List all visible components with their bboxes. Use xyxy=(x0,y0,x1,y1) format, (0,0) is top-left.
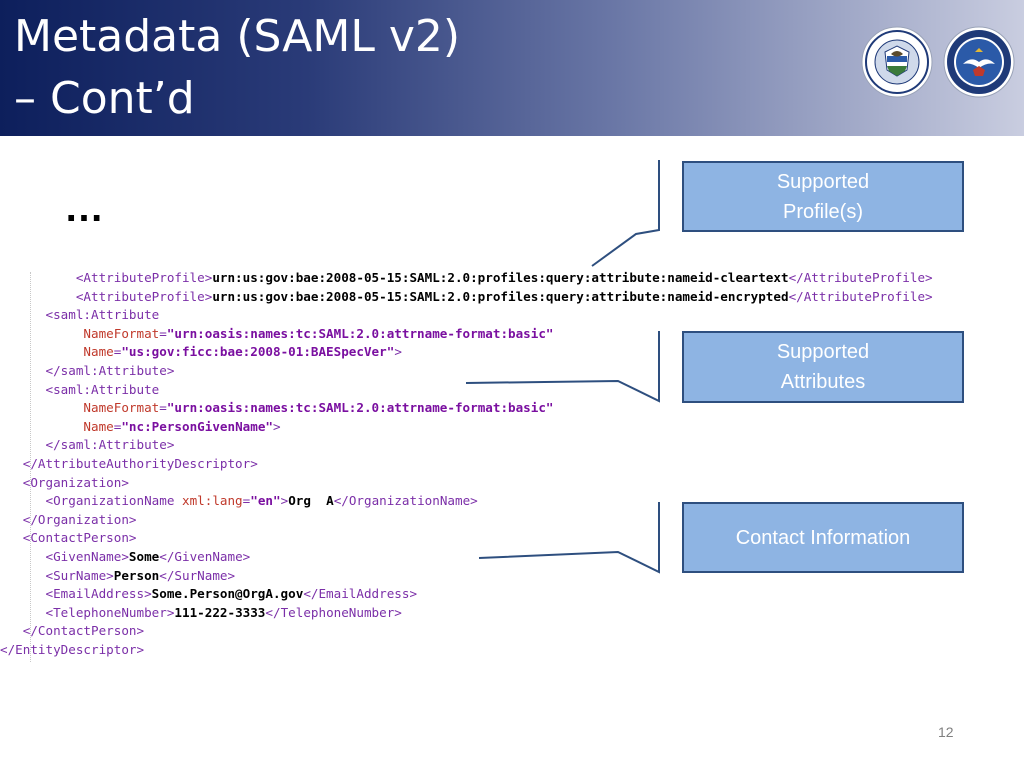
code-line: <EmailAddress>Some.Person@OrgA.gov</Emai… xyxy=(0,585,1000,604)
xml-text: Some xyxy=(128,548,160,564)
callout-supported-attributes: Supported Attributes xyxy=(682,331,964,403)
xml-tag: <saml:Attribute xyxy=(45,307,160,323)
slide-title: Metadata (SAML v2) – Cont’d xyxy=(14,6,460,130)
xml-tag: <SurName> xyxy=(45,567,114,583)
xml-attr: Name xyxy=(83,418,114,434)
xml-tag: > xyxy=(280,493,289,509)
code-line: <ContactPerson> xyxy=(0,529,1000,548)
xml-tag: </saml:Attribute> xyxy=(45,437,175,453)
code-line: NameFormat="urn:oasis:names:tc:SAML:2.0:… xyxy=(0,325,1000,344)
xml-tag: </EmailAddress> xyxy=(303,586,418,602)
xml-attr: Name xyxy=(83,344,114,360)
code-line: </Organization> xyxy=(0,511,1000,530)
title-line-2: – Cont’d xyxy=(14,73,195,124)
xml-string: "urn:oasis:names:tc:SAML:2.0:attrname-fo… xyxy=(166,325,554,341)
code-line: <TelephoneNumber>111-222-3333</Telephone… xyxy=(0,604,1000,623)
code-line: Name="nc:PersonGivenName"> xyxy=(0,418,1000,437)
xml-tag: </AttributeProfile> xyxy=(788,270,933,285)
indent-guide xyxy=(30,272,32,662)
callout-contact-information: Contact Information xyxy=(682,502,964,573)
code-line: NameFormat="urn:oasis:names:tc:SAML:2.0:… xyxy=(0,399,1000,418)
xml-eq: = xyxy=(242,493,251,509)
code-line: <SurName>Person</SurName> xyxy=(0,567,1000,586)
xml-tag: </GivenName> xyxy=(159,548,251,564)
code-line: <saml:Attribute xyxy=(0,306,1000,325)
code-line: </saml:Attribute> xyxy=(0,436,1000,455)
xml-eq: = xyxy=(113,344,122,360)
xml-string: "urn:oasis:names:tc:SAML:2.0:attrname-fo… xyxy=(166,400,554,416)
xml-tag: <ContactPerson> xyxy=(22,530,137,546)
callout-label-line: Profile(s) xyxy=(782,200,863,223)
xml-text: Org A xyxy=(288,493,334,509)
xml-tag: </OrganizationName> xyxy=(333,493,478,509)
xml-tag: > xyxy=(273,418,281,434)
xml-text: urn:us:gov:bae:2008-05-15:SAML:2.0:profi… xyxy=(212,288,789,304)
xml-string: "nc:PersonGivenName" xyxy=(121,418,273,434)
xml-tag: <GivenName> xyxy=(45,548,129,564)
code-line: <AttributeProfile>urn:us:gov:bae:2008-05… xyxy=(0,288,1000,307)
xml-tag: <saml:Attribute xyxy=(45,381,160,397)
xml-text: Person xyxy=(113,567,160,583)
dhs-seal-icon xyxy=(861,26,933,98)
title-bar: Metadata (SAML v2) – Cont’d xyxy=(0,0,1024,136)
xml-eq: = xyxy=(113,418,122,434)
callout-supported-profiles: Supported Profile(s) xyxy=(682,161,964,232)
callout-label-line: Supported xyxy=(776,341,870,363)
connector-profiles xyxy=(591,160,660,267)
connector-attributes xyxy=(465,331,660,403)
dod-seal-icon xyxy=(943,26,1015,98)
xml-tag: </AttributeAuthorityDescriptor> xyxy=(22,455,258,471)
xml-string: "en" xyxy=(250,493,281,509)
code-line: Name="us:gov:ficc:bae:2008-01:BAESpecVer… xyxy=(0,343,1000,362)
xml-tag: </AttributeProfile> xyxy=(788,288,933,304)
xml-attr: NameFormat xyxy=(83,400,160,416)
code-line: <OrganizationName xml:lang="en">Org A</O… xyxy=(0,492,1000,511)
xml-tag: <AttributeProfile> xyxy=(75,288,213,304)
xml-attr: xml:lang xyxy=(181,493,243,509)
callout-label-line: Supported xyxy=(776,170,870,193)
xml-tag: <TelephoneNumber> xyxy=(45,604,175,620)
xml-tag: </EntityDescriptor> xyxy=(0,641,145,657)
ellipsis-text: … xyxy=(64,186,104,230)
xml-tag: </ContactPerson> xyxy=(22,623,145,639)
xml-text: urn:us:gov:bae:2008-05-15:SAML:2.0:profi… xyxy=(212,270,789,285)
xml-tag: <EmailAddress> xyxy=(45,586,152,602)
page-number: 12 xyxy=(938,724,954,740)
xml-eq: = xyxy=(159,400,167,416)
code-line: <GivenName>Some</GivenName> xyxy=(0,548,1000,567)
code-line: </saml:Attribute> xyxy=(0,362,1000,381)
xml-eq: = xyxy=(159,325,167,341)
code-line: <AttributeProfile>urn:us:gov:bae:2008-05… xyxy=(0,269,1000,288)
code-line: </AttributeAuthorityDescriptor> xyxy=(0,455,1000,474)
xml-tag: <Organization> xyxy=(22,474,129,490)
xml-text: 111-222-3333 xyxy=(174,604,266,620)
xml-tag: > xyxy=(394,344,402,360)
code-line: <Organization> xyxy=(0,474,1000,493)
callout-label-line: Attributes xyxy=(780,371,866,393)
xml-tag: <OrganizationName xyxy=(45,493,182,509)
xml-tag: </SurName> xyxy=(159,567,236,583)
code-line: <saml:Attribute xyxy=(0,381,1000,400)
xml-tag: </TelephoneNumber> xyxy=(265,604,402,620)
title-line-1: Metadata (SAML v2) xyxy=(14,11,461,62)
xml-tag: </Organization> xyxy=(22,511,137,527)
code-line: </EntityDescriptor> xyxy=(0,641,1000,660)
xml-attr: NameFormat xyxy=(83,325,160,341)
xml-string: "us:gov:ficc:bae:2008-01:BAESpecVer" xyxy=(121,344,395,360)
callout-label-line: Contact Information xyxy=(735,526,911,549)
xml-text: Some.Person@OrgA.gov xyxy=(151,586,304,602)
xml-tag: <AttributeProfile> xyxy=(75,270,213,285)
connector-contact xyxy=(478,502,660,574)
xml-tag: </saml:Attribute> xyxy=(45,362,175,378)
code-line: </ContactPerson> xyxy=(0,622,1000,641)
xml-code-listing: <AttributeProfile>urn:us:gov:bae:2008-05… xyxy=(0,269,1000,659)
